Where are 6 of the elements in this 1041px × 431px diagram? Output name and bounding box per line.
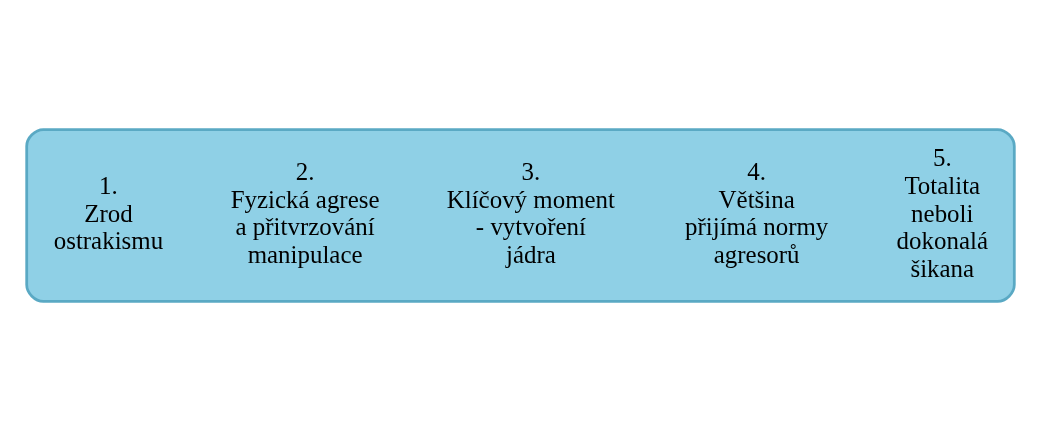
- node-text: 1. Zrod ostrakismu: [53, 171, 164, 255]
- node-text: 3. Klíčový moment - vytvoření jádra: [446, 158, 615, 269]
- node-text: 2. Fyzická agrese a přitvrzování manipulace: [230, 158, 380, 269]
- cluster: [25, 128, 1016, 303]
- node-text: 5. Totalita neboli dokonalá šikana: [896, 144, 988, 282]
- node-text: 4. Většina přijímá normy agresorů: [685, 158, 829, 269]
